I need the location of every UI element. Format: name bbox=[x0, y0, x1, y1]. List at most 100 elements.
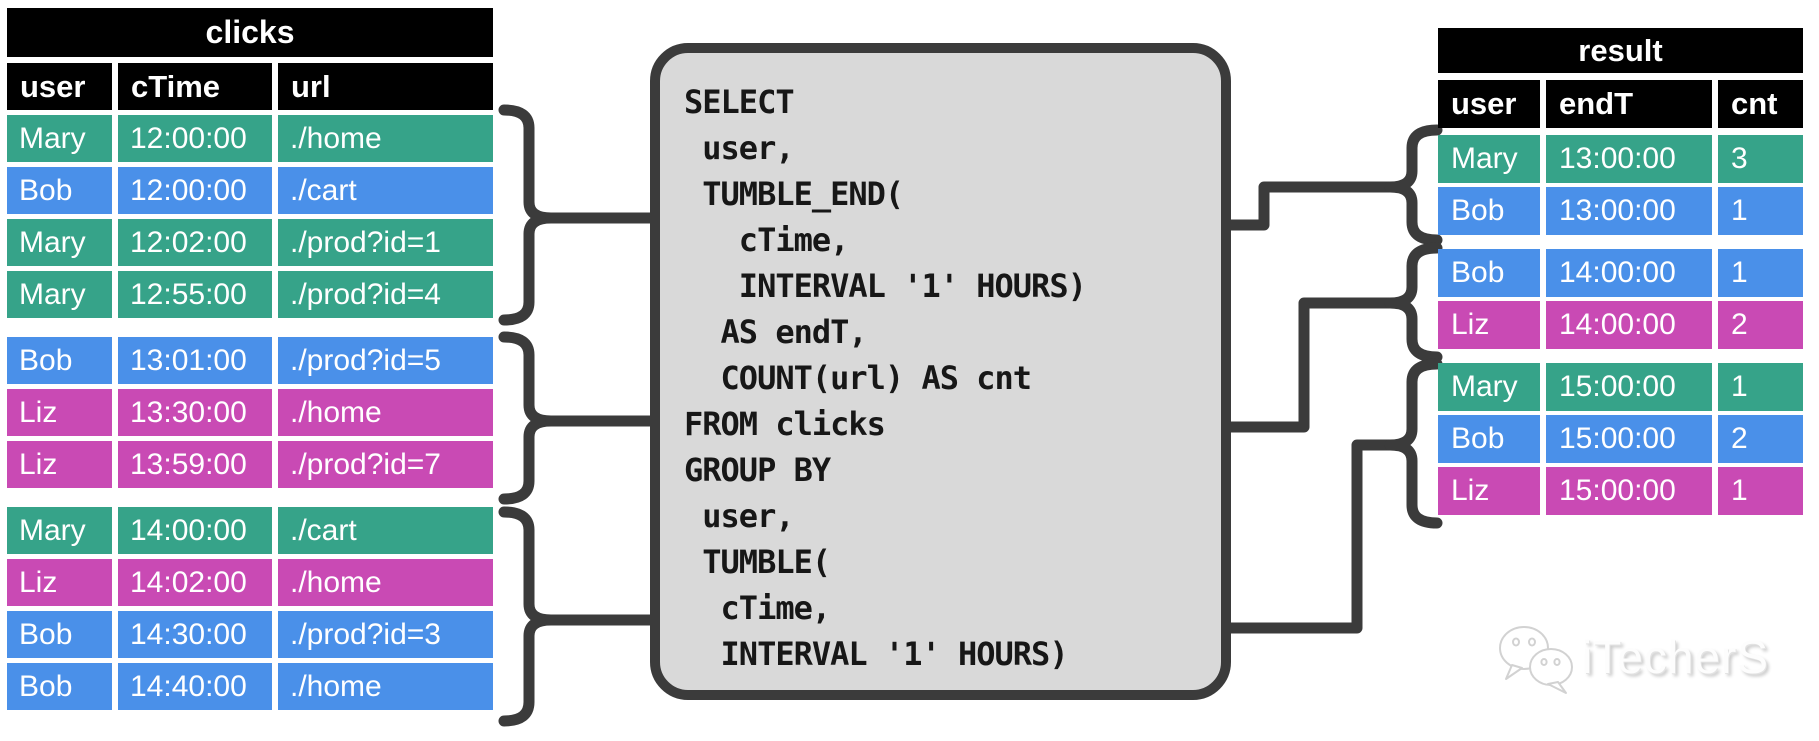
connector-right-window1 bbox=[1216, 181, 1396, 231]
cell-url: ./home bbox=[278, 663, 493, 710]
cell-url: ./cart bbox=[278, 507, 493, 554]
cell-url: ./cart bbox=[278, 167, 493, 214]
cell-cnt: 2 bbox=[1718, 301, 1803, 349]
cell-cnt: 1 bbox=[1718, 363, 1803, 411]
cell-ctime: 13:59:00 bbox=[118, 441, 272, 488]
cell-ctime: 13:30:00 bbox=[118, 389, 272, 436]
cell-user: Liz bbox=[7, 389, 112, 436]
cell-ctime: 14:00:00 bbox=[118, 507, 272, 554]
cell-cnt: 1 bbox=[1718, 249, 1803, 297]
cell-user: Liz bbox=[1438, 467, 1540, 515]
cell-endt: 14:00:00 bbox=[1546, 301, 1712, 349]
clicks-column-header-url: url bbox=[278, 63, 493, 110]
cell-endt: 15:00:00 bbox=[1546, 363, 1712, 411]
cell-user: Mary bbox=[7, 115, 112, 162]
sql-query-box: SELECT user, TUMBLE_END( cTime, INTERVAL… bbox=[650, 43, 1231, 700]
cell-user: Mary bbox=[7, 271, 112, 318]
result-column-header-user: user bbox=[1438, 80, 1540, 128]
clicks-column-header-row: user cTime url bbox=[7, 63, 493, 110]
result-table-title: result bbox=[1438, 28, 1803, 73]
result-column-header-endt: endT bbox=[1546, 80, 1712, 128]
cell-ctime: 13:01:00 bbox=[118, 337, 272, 384]
cell-endt: 14:00:00 bbox=[1546, 249, 1712, 297]
cell-user: Bob bbox=[1438, 415, 1540, 463]
cell-user: Bob bbox=[1438, 187, 1540, 235]
left-brace-window1 bbox=[498, 104, 557, 326]
result-column-header-cnt: cnt bbox=[1718, 80, 1803, 128]
right-brace-window2 bbox=[1384, 242, 1443, 363]
cell-user: Mary bbox=[1438, 363, 1540, 411]
cell-user: Bob bbox=[7, 337, 112, 384]
cell-user: Mary bbox=[7, 507, 112, 554]
connector-right-window3 bbox=[1216, 439, 1396, 634]
cell-url: ./home bbox=[278, 115, 493, 162]
cell-ctime: 14:40:00 bbox=[118, 663, 272, 710]
left-brace-window2 bbox=[498, 331, 557, 505]
clicks-column-header-user: user bbox=[7, 63, 112, 110]
cell-user: Bob bbox=[7, 611, 112, 658]
cell-url: ./home bbox=[278, 389, 493, 436]
cell-cnt: 1 bbox=[1718, 467, 1803, 515]
clicks-table-title: clicks bbox=[7, 8, 493, 57]
cell-ctime: 14:02:00 bbox=[118, 559, 272, 606]
cell-user: Liz bbox=[1438, 301, 1540, 349]
cell-endt: 15:00:00 bbox=[1546, 415, 1712, 463]
cell-url: ./prod?id=4 bbox=[278, 271, 493, 318]
watermark: iTecherS bbox=[1496, 617, 1769, 697]
right-brace-window3 bbox=[1384, 358, 1443, 529]
cell-user: Bob bbox=[1438, 249, 1540, 297]
cell-endt: 13:00:00 bbox=[1546, 135, 1712, 183]
cell-ctime: 14:30:00 bbox=[118, 611, 272, 658]
cell-ctime: 12:55:00 bbox=[118, 271, 272, 318]
cell-user: Liz bbox=[7, 441, 112, 488]
cell-endt: 15:00:00 bbox=[1546, 467, 1712, 515]
cell-url: ./prod?id=3 bbox=[278, 611, 493, 658]
cell-user: Bob bbox=[7, 663, 112, 710]
cell-endt: 13:00:00 bbox=[1546, 187, 1712, 235]
sql-code: SELECT user, TUMBLE_END( cTime, INTERVAL… bbox=[684, 83, 1087, 673]
chat-bubbles-logo-icon bbox=[1499, 626, 1573, 694]
right-brace-window1 bbox=[1384, 124, 1443, 246]
cell-url: ./home bbox=[278, 559, 493, 606]
cell-user: Mary bbox=[7, 219, 112, 266]
cell-ctime: 12:00:00 bbox=[118, 167, 272, 214]
connector-right-window2 bbox=[1216, 297, 1396, 433]
cell-ctime: 12:02:00 bbox=[118, 219, 272, 266]
cell-user: Bob bbox=[7, 167, 112, 214]
left-brace-window3 bbox=[498, 506, 557, 727]
cell-cnt: 1 bbox=[1718, 187, 1803, 235]
cell-cnt: 3 bbox=[1718, 135, 1803, 183]
result-column-header-row: user endT cnt bbox=[1438, 80, 1803, 128]
cell-url: ./prod?id=7 bbox=[278, 441, 493, 488]
cell-user: Liz bbox=[7, 559, 112, 606]
